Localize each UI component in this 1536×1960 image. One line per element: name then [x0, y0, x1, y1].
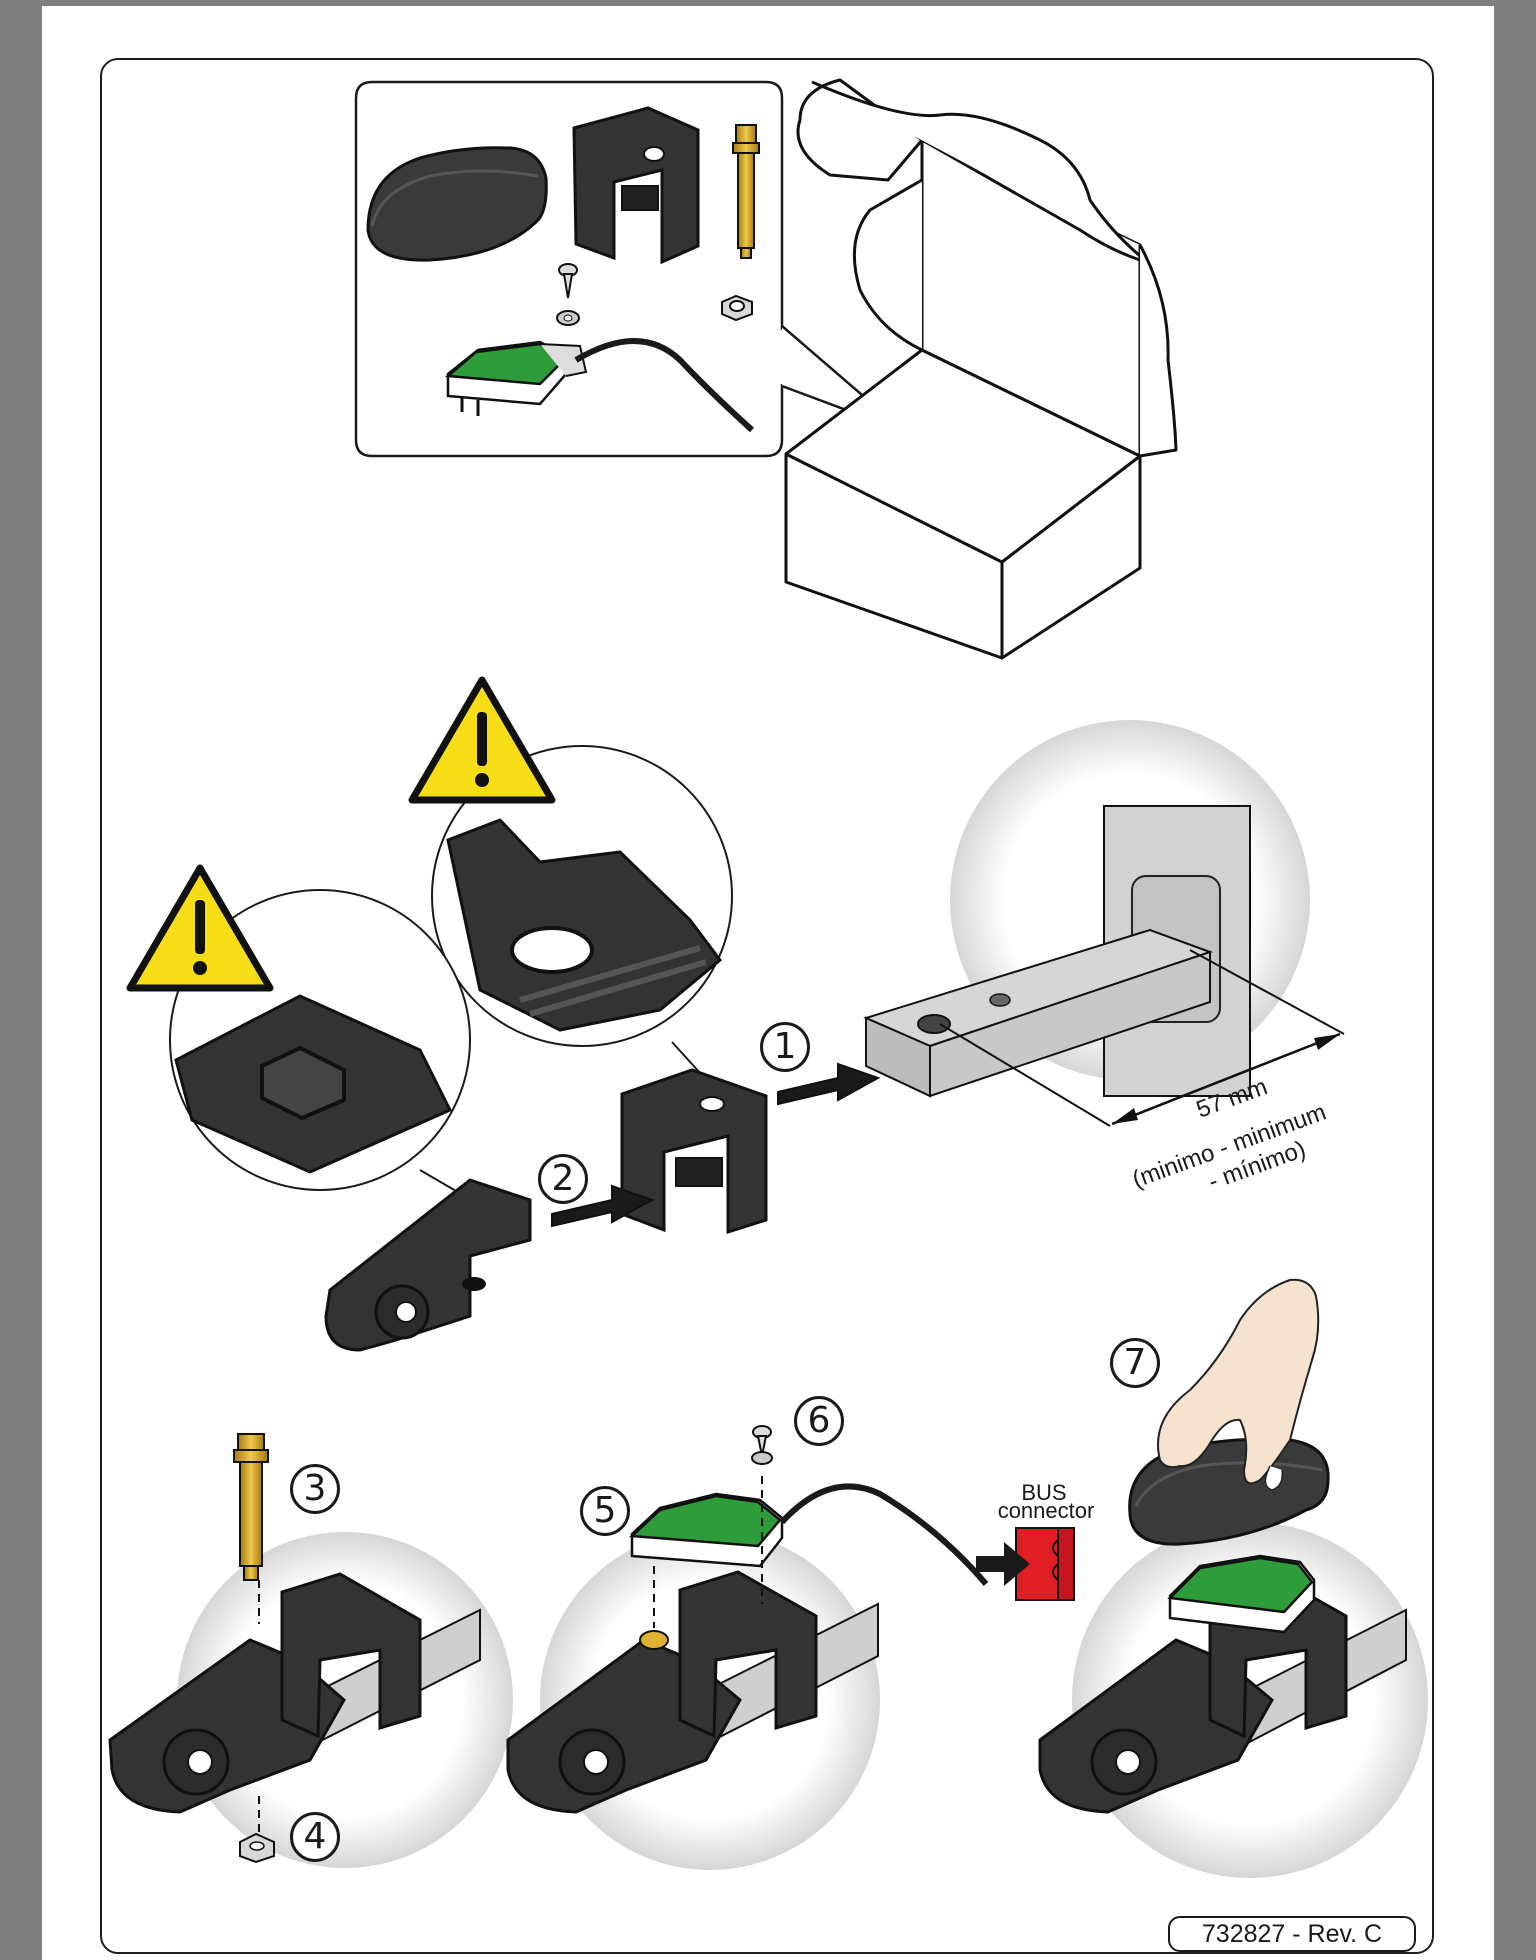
arrow-icon — [777, 1062, 881, 1106]
bus-connector: BUS connector — [976, 1480, 1095, 1601]
screw-part — [556, 263, 580, 326]
step-number-3: 3 — [290, 1464, 340, 1514]
step-number-1: 1 — [760, 1022, 810, 1072]
detail-circle-top — [431, 745, 733, 1085]
step-number-5: 5 — [580, 1486, 630, 1536]
assembly-step-5-6 — [506, 1425, 989, 1870]
revision-label: 732827 - Rev. C — [1168, 1916, 1416, 1952]
assembly-step-7 — [1038, 1278, 1428, 1878]
bus-label: BUS — [1021, 1480, 1066, 1505]
warning-icon — [126, 864, 274, 992]
arrow-icon — [551, 1184, 655, 1228]
arm-mount: 57 mm (minimo - minimum - mínimo) — [863, 720, 1345, 1196]
assembly-step-3-4 — [108, 1433, 513, 1868]
bus-label-connector: connector — [998, 1498, 1095, 1523]
bracket-part — [620, 1068, 768, 1235]
bracket-part — [572, 106, 700, 265]
kit-contents-panel — [354, 80, 906, 458]
step-number-2: 2 — [538, 1154, 588, 1204]
page-border — [100, 58, 1434, 1954]
step-number-6: 6 — [794, 1396, 844, 1446]
spacer-part — [732, 124, 760, 259]
sensor-part — [444, 338, 755, 433]
warning-icon — [408, 676, 556, 804]
nut-part — [721, 294, 753, 322]
step-number-7: 7 — [1110, 1338, 1160, 1388]
fork-part — [324, 1178, 532, 1352]
open-box — [784, 78, 1178, 660]
cover-part — [366, 146, 548, 262]
step-number-4: 4 — [290, 1812, 340, 1862]
